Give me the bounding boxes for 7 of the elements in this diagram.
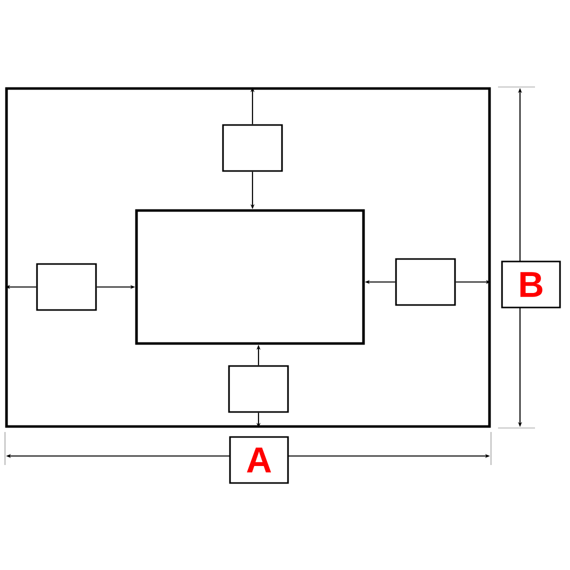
dimension-label: B bbox=[501, 260, 561, 308]
dimension-label: A bbox=[229, 436, 289, 484]
small-box bbox=[395, 258, 456, 306]
small-box bbox=[222, 124, 283, 172]
small-box bbox=[36, 263, 97, 311]
central-box bbox=[135, 209, 365, 345]
small-box bbox=[228, 365, 289, 413]
